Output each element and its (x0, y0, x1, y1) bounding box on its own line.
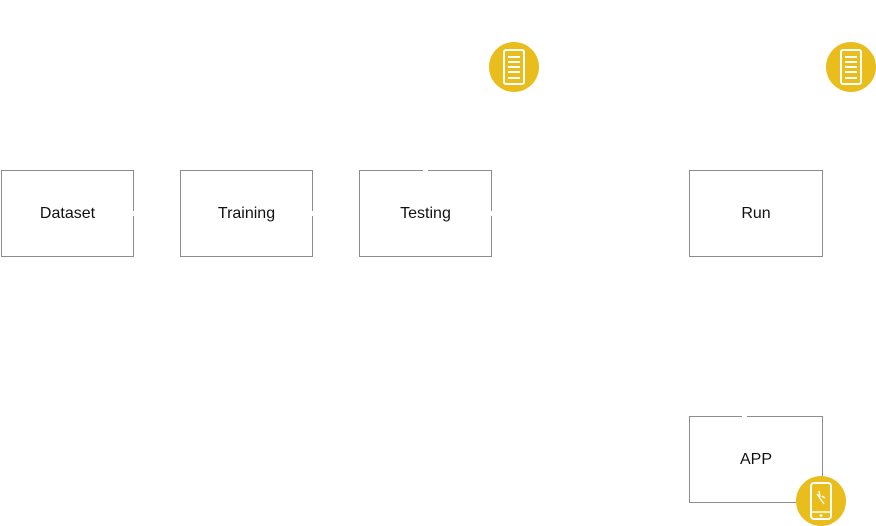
training-label: Training (217, 204, 276, 222)
connection-point (742, 415, 747, 418)
run-node[interactable]: Run (689, 170, 823, 257)
server-icon (840, 49, 862, 85)
training-node[interactable]: Training (180, 170, 313, 257)
connection-point (311, 211, 314, 216)
server-icon (503, 49, 525, 85)
dataset-label: Dataset (39, 204, 96, 222)
connection-point (132, 211, 135, 216)
smartphone-icon (810, 482, 832, 520)
app-label: APP (739, 450, 772, 468)
testing-label: Testing (400, 204, 451, 222)
testing-server-badge (489, 42, 539, 92)
run-server-badge (826, 42, 876, 92)
testing-node[interactable]: Testing (359, 170, 492, 257)
connection-point (490, 211, 493, 216)
connection-point (423, 169, 428, 172)
app-node[interactable]: APP (689, 416, 823, 503)
dataset-node[interactable]: Dataset (1, 170, 134, 257)
run-label: Run (741, 204, 771, 222)
app-phone-badge (796, 476, 846, 526)
